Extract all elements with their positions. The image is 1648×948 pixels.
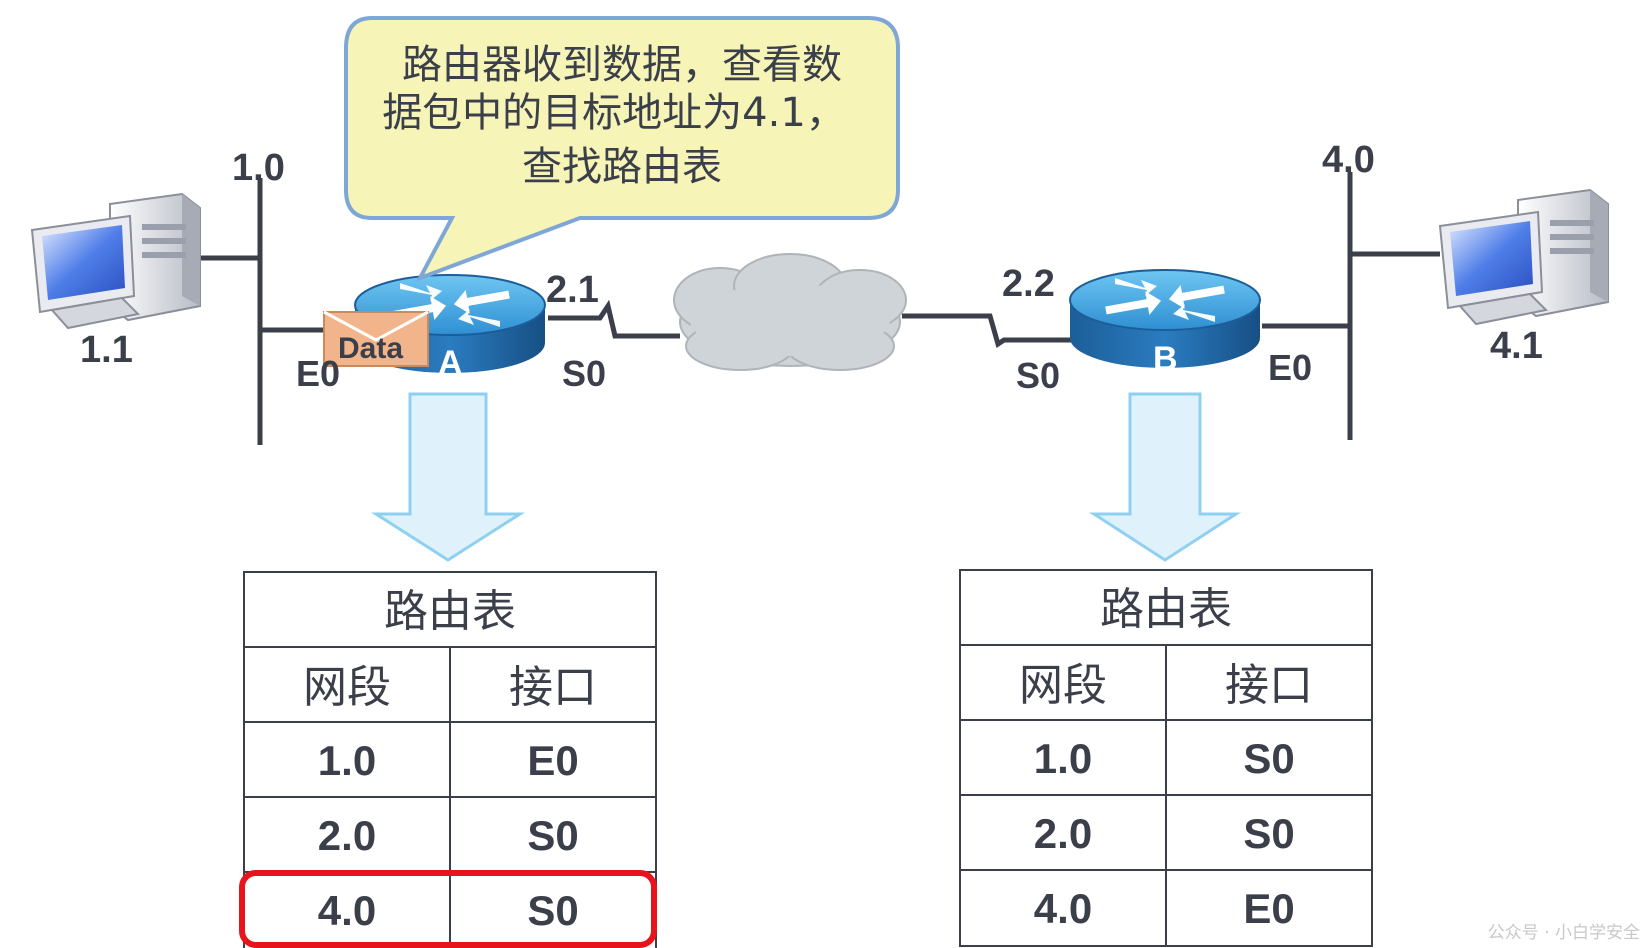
table-b-row-2-network: 2.0 — [1034, 810, 1092, 857]
callout-bubble — [344, 16, 900, 282]
table-a-row-2-network: 2.0 — [318, 812, 376, 859]
table-b-row-1-interface: S0 — [1243, 735, 1294, 782]
table-a-row-2-interface: S0 — [527, 812, 578, 859]
table-a-title: 路由表 — [384, 586, 516, 637]
router-b-e0-label: E0 — [1268, 347, 1312, 388]
table-a-header-network: 网段 — [303, 662, 391, 713]
segment-label-right: 4.0 — [1322, 139, 1375, 181]
table-b-header-interface: 接口 — [1225, 660, 1313, 711]
table-a-row-3-network: 4.0 — [318, 887, 376, 934]
host-label-left: 1.1 — [80, 329, 133, 371]
router-b — [1069, 269, 1261, 368]
packet-label: Data — [338, 332, 403, 365]
table-a-row-1-interface: E0 — [527, 737, 578, 784]
table-b-row-3-network: 4.0 — [1034, 885, 1092, 932]
serial-link-b — [902, 313, 1075, 348]
serial-link-a — [548, 299, 680, 339]
data-packet: Data — [323, 310, 429, 367]
table-a-header-interface: 接口 — [509, 662, 597, 713]
table-b-title: 路由表 — [1100, 584, 1232, 635]
router-b-s0-label: S0 — [1016, 355, 1060, 396]
segment-label-left: 1.0 — [232, 147, 285, 189]
callout-line-3: 查找路由表 — [522, 144, 722, 190]
host-label-right: 4.1 — [1490, 325, 1543, 367]
router-b-serial-ip: 2.2 — [1002, 263, 1055, 305]
table-a-row-1-network: 1.0 — [318, 737, 376, 784]
table-b-row-2-interface: S0 — [1243, 810, 1294, 857]
table-a-highlight — [239, 870, 657, 948]
table-a-row-3-interface: S0 — [527, 887, 578, 934]
router-b-label: B — [1153, 340, 1178, 378]
router-a-serial-ip: 2.1 — [546, 269, 599, 311]
table-b-row-1-network: 1.0 — [1034, 735, 1092, 782]
table-b-header-network: 网段 — [1019, 660, 1107, 711]
callout-line-2: 据包中的目标地址为4.1， — [382, 90, 846, 136]
router-a-label: A — [438, 344, 463, 382]
pc-icon-right — [1438, 188, 1609, 326]
routing-table-a: 路由表 网段 接口 1.0 E0 2.0 S0 4.0 S0 — [243, 571, 657, 948]
router-a-s0-label: S0 — [562, 353, 606, 394]
table-b-row-3-interface: E0 — [1243, 885, 1294, 932]
router-a-e0-label: E0 — [296, 353, 340, 394]
lookup-arrow-b — [1088, 392, 1242, 562]
watermark: 公众号 · 小白学安全 — [1488, 923, 1640, 943]
routing-table-b: 路由表 网段 接口 1.0 S0 2.0 S0 4.0 E0 — [959, 569, 1373, 947]
pc-icon-left — [30, 192, 201, 330]
lookup-arrow-a — [370, 392, 526, 562]
callout-line-1: 路由器收到数据，查看数 — [402, 42, 842, 88]
